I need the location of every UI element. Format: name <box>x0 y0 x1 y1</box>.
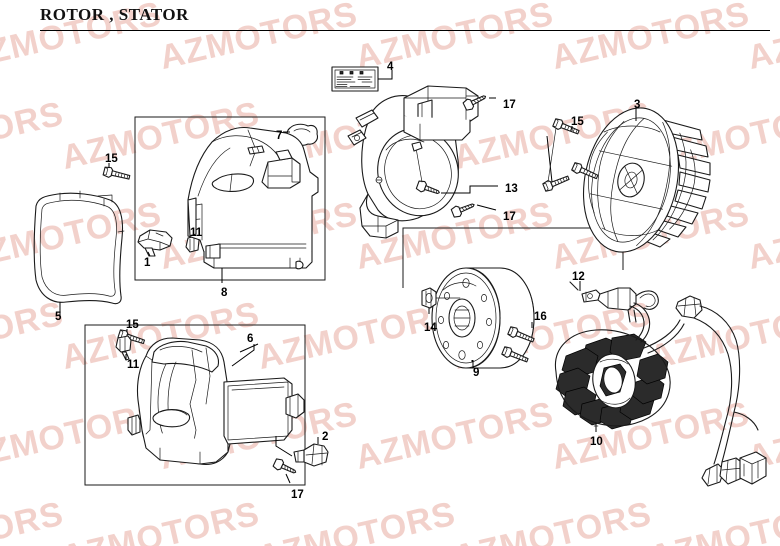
callout-12-pulser-coil: 12 <box>572 271 585 283</box>
callout-14-rotor-nut: 14 <box>424 322 437 334</box>
part-2-grommet <box>293 443 329 467</box>
diagram-header: ROTOR , STATOR <box>0 0 780 34</box>
callout-5-gasket: 5 <box>55 311 62 323</box>
callout-15-bolt-fan: 15 <box>571 116 584 128</box>
part-11-clip-lower <box>115 335 132 361</box>
box-lower-fan-cover <box>84 324 306 486</box>
leader-1 <box>147 251 151 257</box>
callout-16-bolt-rotor: 16 <box>534 311 547 323</box>
page-title: ROTOR , STATOR <box>40 5 189 24</box>
callout-15-bolt-lower-left: 15 <box>126 319 139 331</box>
callout-15-bolt-upper-left: 15 <box>105 153 118 165</box>
part-14-rotor-nut <box>421 287 437 309</box>
callout-9-rotor-flywheel: 9 <box>473 367 480 379</box>
callout-4-label-sticker: 4 <box>387 61 394 73</box>
leader-15-fan <box>546 126 573 183</box>
part-17-screw-mid <box>450 199 477 219</box>
callout-11-clip-lower: 11 <box>127 359 140 371</box>
part-9-rotor <box>431 267 535 369</box>
part-10-wire-harness <box>675 295 767 487</box>
part-15-bolt-fan-b <box>541 172 571 193</box>
callout-17-screw-mid: 17 <box>503 211 516 223</box>
callout-2-grommet: 2 <box>322 431 329 443</box>
part-5-gasket <box>33 190 125 305</box>
part-15-bolt-upper-left <box>102 165 132 183</box>
leader-4 <box>378 70 393 80</box>
callout-6-lower-fan-cover: 6 <box>247 333 254 345</box>
callout-7-rubber-plug: 7 <box>276 130 283 142</box>
callout-3-cooling-fan: 3 <box>634 99 641 111</box>
callout-17-screw-bottom: 17 <box>291 489 304 501</box>
part-8-upper-fan-cover <box>187 126 319 270</box>
leader-13 <box>441 185 498 194</box>
callout-17-screw-top: 17 <box>503 99 516 111</box>
part-4-label <box>331 66 379 92</box>
part-10-stator <box>554 302 685 430</box>
callout-8-upper-fan-cover: 8 <box>221 287 228 299</box>
callout-11-clip-upper: 11 <box>190 227 203 239</box>
part-6-lower-fan-cover <box>127 337 305 466</box>
title-divider <box>40 30 770 31</box>
callout-13-screw: 13 <box>505 183 518 195</box>
part-12-pulser-coil <box>569 281 659 323</box>
part-3-cooling-fan <box>582 107 711 253</box>
leader-17-bottom <box>285 473 291 484</box>
box-upper-fan-cover <box>134 116 326 281</box>
part-17-screw-bottom <box>271 456 299 478</box>
part-11-clip-upper <box>185 235 200 253</box>
callout-10-stator: 10 <box>590 436 603 448</box>
callout-1-cable-clamp: 1 <box>144 257 151 269</box>
leader-17-mid <box>476 204 497 211</box>
part-1-cable-clamp <box>137 229 173 257</box>
